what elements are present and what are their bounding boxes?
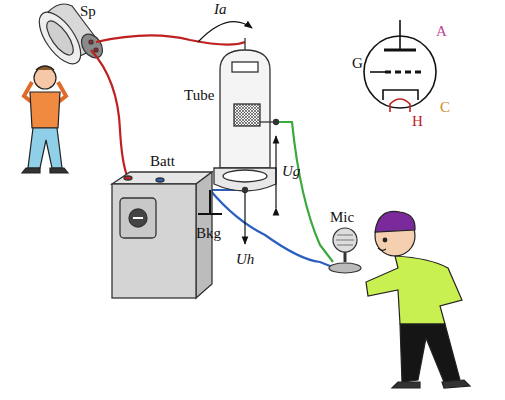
grid-voltage-label: Ug bbox=[282, 164, 300, 179]
vacuum-tube bbox=[214, 38, 279, 193]
tube-label: Tube bbox=[184, 88, 214, 103]
heater-pin-label: H bbox=[412, 114, 423, 129]
ground-label: Bkg bbox=[196, 226, 221, 241]
grid-pin-label: G bbox=[352, 56, 363, 71]
microphone bbox=[329, 228, 361, 273]
speaker-label: Sp bbox=[80, 4, 96, 19]
annoyed-man bbox=[22, 66, 68, 173]
cathode-pin-label: C bbox=[440, 100, 450, 115]
microphone-label: Mic bbox=[330, 210, 354, 225]
loudspeaker bbox=[31, 4, 107, 71]
triode-symbol bbox=[364, 20, 436, 112]
grid-wire bbox=[276, 122, 333, 262]
heater-voltage-arrow bbox=[244, 192, 245, 244]
ground-wire bbox=[210, 190, 335, 268]
anode-wire bbox=[96, 35, 245, 44]
anode-pin-label: A bbox=[436, 24, 447, 39]
speaker-return-wire bbox=[91, 50, 128, 178]
current-arrow bbox=[198, 22, 252, 42]
current-label: Ia bbox=[214, 2, 227, 17]
grid-voltage-arrow bbox=[275, 136, 276, 208]
battery-label: Batt bbox=[150, 154, 175, 169]
boy-speaking bbox=[366, 211, 470, 388]
ground-symbol bbox=[198, 190, 222, 214]
heater-voltage-label: Uh bbox=[236, 252, 254, 267]
